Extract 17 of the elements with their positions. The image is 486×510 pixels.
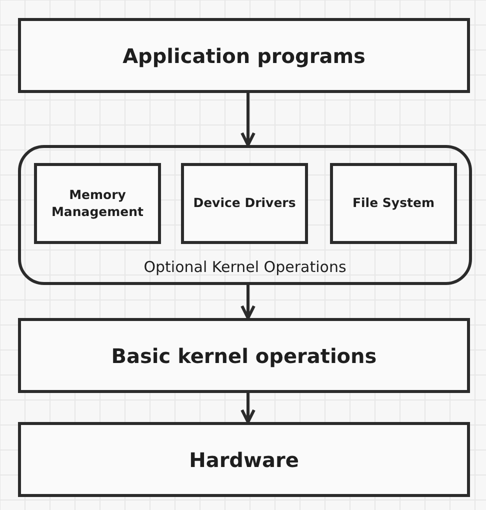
- arrow: [240, 93, 256, 146]
- box-label: Application programs: [122, 42, 366, 68]
- box-label: Device Drivers: [193, 195, 296, 212]
- box-label: Memory Management: [50, 187, 144, 220]
- box-label: Hardware: [189, 446, 299, 472]
- group-label: Optional Kernel Operations: [144, 258, 346, 277]
- layer-box: [18, 422, 470, 497]
- layer-box: [18, 18, 470, 93]
- box-label: File System: [352, 195, 434, 212]
- module-box: [330, 163, 457, 244]
- group-container: [18, 145, 472, 285]
- module-box: [181, 163, 308, 244]
- arrow: [240, 285, 256, 320]
- module-box: [34, 163, 161, 244]
- arrow: [240, 393, 256, 424]
- layer-box: [18, 318, 470, 393]
- box-label: Basic kernel operations: [111, 342, 377, 368]
